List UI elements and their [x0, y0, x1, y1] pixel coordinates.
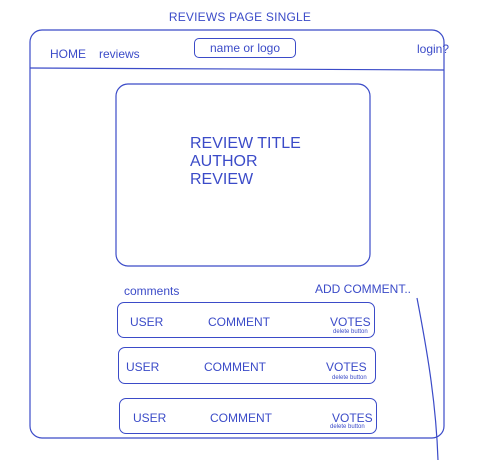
scroll-stroke[interactable]: [416, 297, 439, 461]
comment-votes[interactable]: VOTES: [332, 411, 373, 425]
nav-home-link[interactable]: HOME: [50, 47, 86, 61]
comment-user: USER: [130, 315, 164, 329]
login-link[interactable]: login?: [417, 42, 450, 56]
review-body: REVIEW: [190, 171, 254, 188]
comment-user: USER: [126, 360, 160, 374]
page-title: REVIEWS PAGE SINGLE: [168, 10, 312, 24]
logo-label: name or logo: [209, 41, 281, 55]
header-divider: [29, 67, 445, 71]
delete-button[interactable]: delete button: [330, 424, 365, 430]
comment-votes[interactable]: VOTES: [326, 360, 367, 374]
comment-votes[interactable]: VOTES: [330, 315, 371, 329]
delete-button[interactable]: delete button: [332, 375, 367, 381]
comment-text: COMMENT: [210, 411, 272, 425]
review-title: REVIEW TITLE: [190, 135, 301, 152]
nav-reviews-link[interactable]: reviews: [99, 47, 140, 61]
page-frame: [29, 29, 445, 439]
comment-text: COMMENT: [204, 360, 266, 374]
review-author: AUTHOR: [190, 153, 258, 170]
comment-card: USER COMMENT VOTES delete button: [119, 398, 377, 434]
add-comment-button[interactable]: ADD COMMENT..: [315, 282, 411, 296]
comment-card: USER COMMENT VOTES delete button: [117, 302, 375, 338]
review-box: [115, 83, 371, 267]
delete-button[interactable]: delete button: [333, 329, 368, 335]
comment-card: USER COMMENT VOTES delete button: [118, 347, 376, 384]
comment-user: USER: [133, 411, 167, 425]
logo-box[interactable]: name or logo: [194, 38, 296, 58]
comments-label: comments: [124, 284, 180, 298]
comment-text: COMMENT: [208, 315, 270, 329]
review-content: REVIEW TITLE AUTHOR REVIEW: [190, 135, 301, 189]
